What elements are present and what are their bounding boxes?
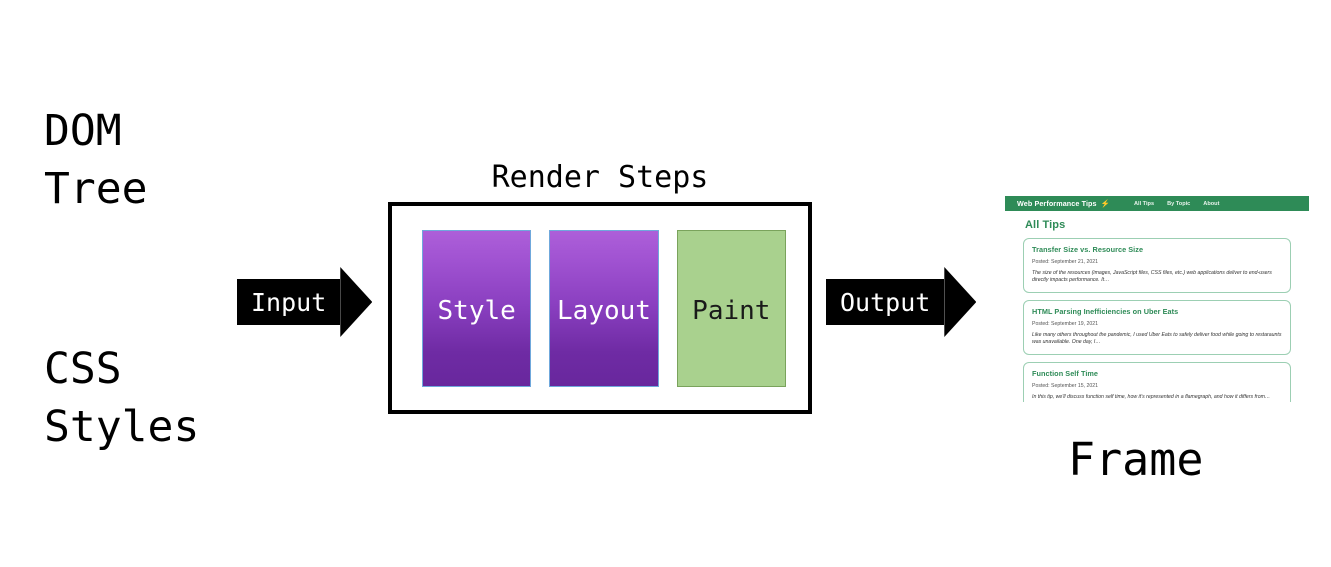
arrow-head-icon bbox=[340, 267, 373, 337]
tip-card-date: Posted: September 19, 2021 bbox=[1032, 320, 1099, 327]
frame-screenshot: Web Performance Tips ⚡ All Tips By Topic… bbox=[1005, 196, 1309, 402]
lightning-bolt-icon: ⚡ bbox=[1100, 199, 1110, 209]
mini-navbar-brand: Web Performance Tips bbox=[1017, 199, 1097, 208]
render-step-paint-label: Paint bbox=[692, 295, 771, 326]
mini-navbar-links: All Tips By Topic About bbox=[1134, 201, 1219, 207]
output-arrow: Output bbox=[826, 267, 977, 337]
output-label-frame: Frame bbox=[1068, 433, 1204, 486]
input-label-dom-line2: Tree bbox=[44, 164, 148, 214]
tip-card-title: Transfer Size vs. Resource Size bbox=[1032, 245, 1144, 254]
render-step-layout: Layout bbox=[549, 230, 659, 387]
mini-page-heading: All Tips bbox=[1025, 219, 1066, 231]
tip-card-excerpt: Like many others throughout the pandemic… bbox=[1032, 331, 1282, 346]
mini-page-body: All Tips Transfer Size vs. Resource Size… bbox=[1005, 211, 1309, 402]
render-steps-row: Style Layout Paint bbox=[422, 230, 786, 387]
input-label-dom-tree: DOM Tree bbox=[44, 102, 148, 218]
render-step-paint: Paint bbox=[676, 230, 786, 387]
mini-nav-link-by-topic[interactable]: By Topic bbox=[1167, 200, 1191, 207]
tip-card[interactable]: Function Self Time Posted: September 15,… bbox=[1023, 362, 1291, 402]
output-arrow-shaft: Output bbox=[826, 279, 945, 325]
tip-card-title: HTML Parsing Inefficiencies on Uber Eats bbox=[1032, 307, 1179, 317]
tip-card-title: Function Self Time bbox=[1032, 369, 1099, 379]
render-step-style-label: Style bbox=[437, 295, 516, 326]
render-steps-container: Style Layout Paint bbox=[388, 202, 812, 414]
input-label-css-line2: Styles bbox=[44, 402, 200, 452]
mini-nav-link-about[interactable]: About bbox=[1203, 200, 1220, 207]
tip-card-excerpt: In this tip, we'll discuss function self… bbox=[1032, 393, 1271, 400]
input-label-dom-line1: DOM bbox=[44, 106, 122, 156]
input-arrow-shaft: Input bbox=[237, 279, 341, 325]
input-label-css-styles: CSS Styles bbox=[44, 340, 199, 456]
render-step-style: Style bbox=[422, 230, 532, 387]
render-steps-title: Render Steps bbox=[491, 160, 709, 195]
tip-card-excerpt: The size of the resources (images, JavaS… bbox=[1032, 269, 1272, 284]
input-arrow: Input bbox=[237, 267, 373, 337]
tip-card[interactable]: Transfer Size vs. Resource Size Posted: … bbox=[1023, 238, 1291, 294]
tip-card-date: Posted: September 15, 2021 bbox=[1032, 382, 1099, 389]
mini-navbar: Web Performance Tips ⚡ All Tips By Topic… bbox=[1005, 196, 1309, 211]
input-arrow-label: Input bbox=[251, 288, 327, 317]
arrow-head-icon bbox=[944, 267, 977, 337]
mini-nav-link-all-tips[interactable]: All Tips bbox=[1133, 200, 1155, 207]
render-step-layout-label: Layout bbox=[557, 295, 651, 326]
output-arrow-label: Output bbox=[840, 288, 931, 317]
tip-card[interactable]: HTML Parsing Inefficiencies on Uber Eats… bbox=[1023, 300, 1291, 356]
tip-card-date: Posted: September 21, 2021 bbox=[1032, 258, 1099, 265]
input-label-css-line1: CSS bbox=[44, 344, 122, 394]
